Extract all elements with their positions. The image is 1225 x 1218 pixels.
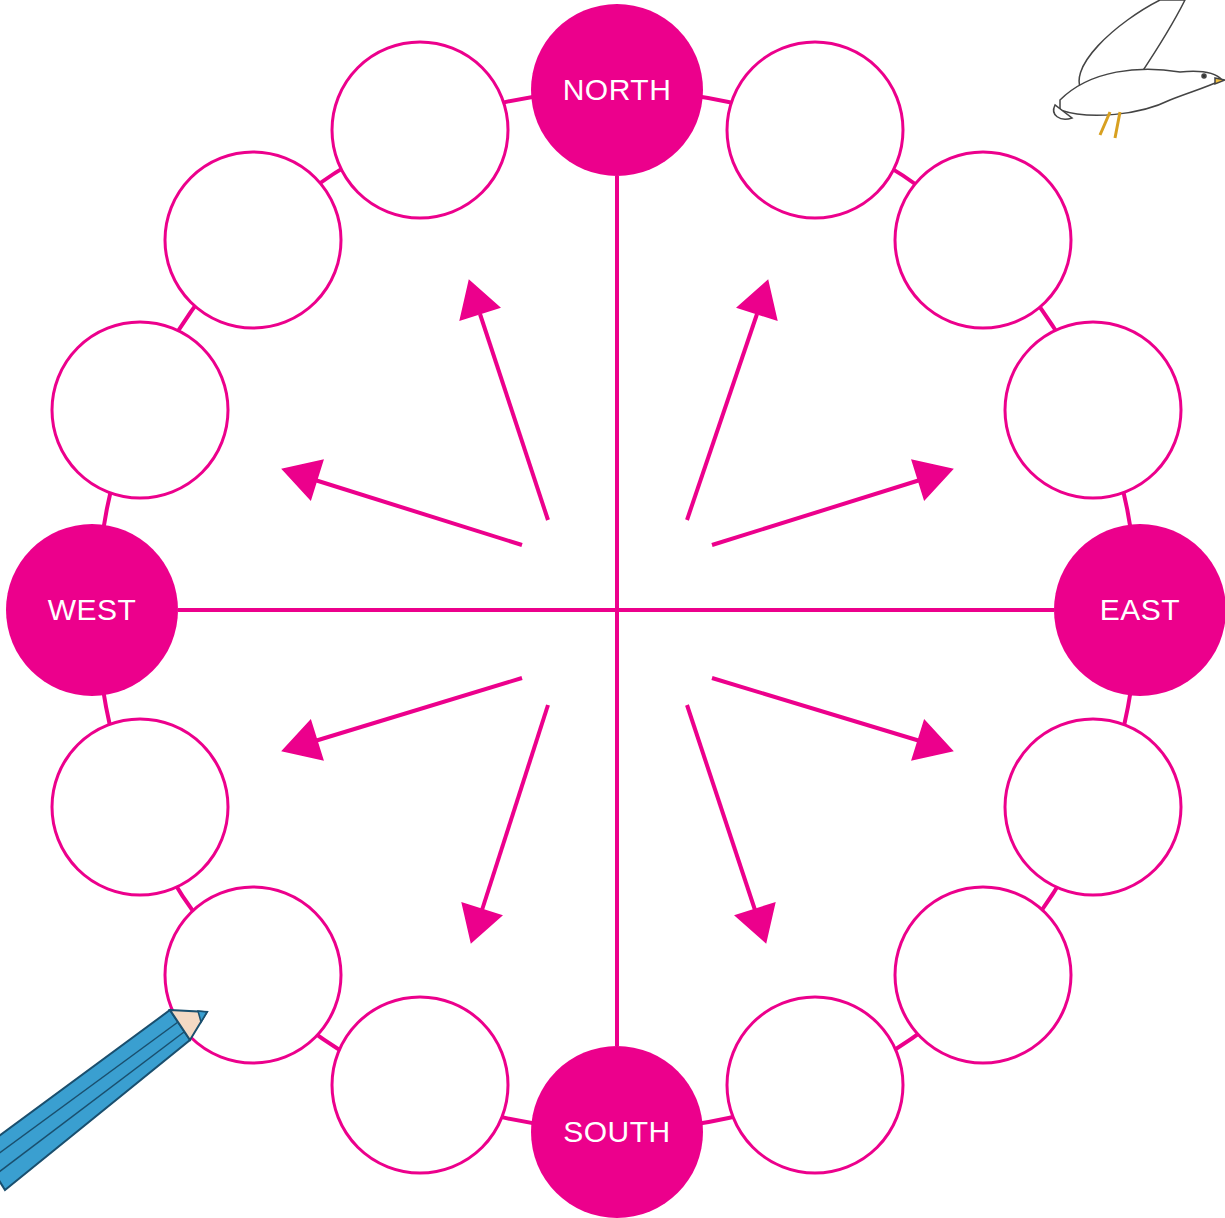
direction-label: NORTH	[563, 73, 672, 107]
direction-circle: WEST	[6, 524, 178, 696]
empty-circles	[52, 42, 1181, 1173]
direction-circle: SOUTH	[531, 1046, 703, 1218]
axis-line	[178, 610, 1054, 611]
direction-label: WEST	[48, 593, 137, 627]
direction-circle: NORTH	[531, 4, 703, 176]
direction-label: EAST	[1100, 593, 1180, 627]
pencil-illustration	[0, 1010, 207, 1190]
seagull-illustration	[1054, 0, 1225, 138]
direction-circle: EAST	[1054, 524, 1225, 696]
direction-label: SOUTH	[563, 1115, 671, 1149]
ring-line	[97, 90, 1137, 1130]
